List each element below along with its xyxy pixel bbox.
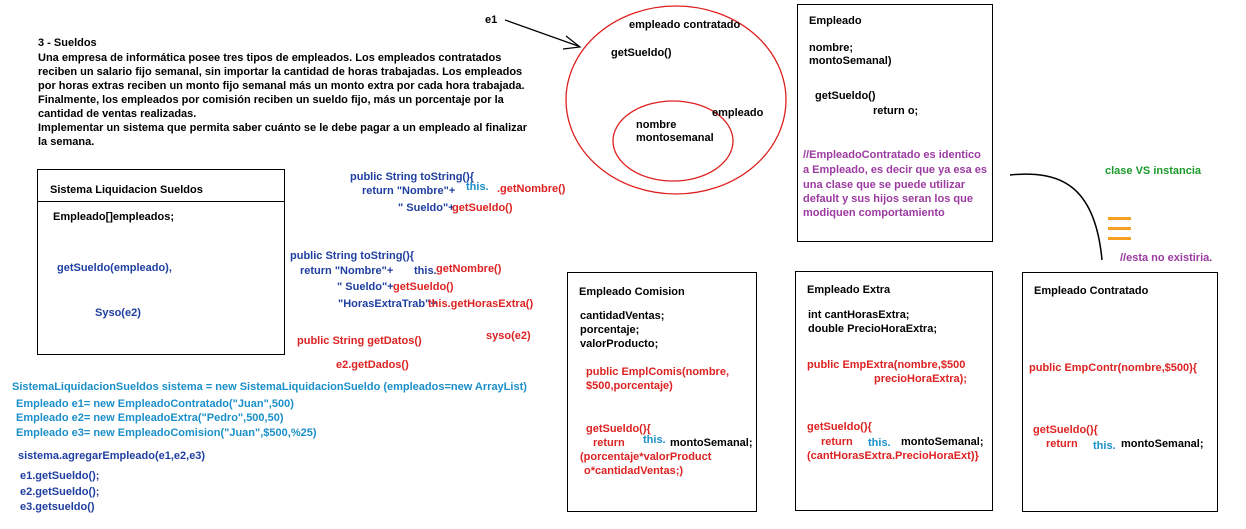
sistema-syso: Syso(e2) bbox=[95, 307, 141, 319]
extra-this: this. bbox=[868, 437, 891, 449]
strike-mark-1 bbox=[1108, 217, 1131, 220]
comision-attr: porcentaje; bbox=[580, 324, 640, 336]
main-e1: Empleado e1= new EmpleadoContratado("Jua… bbox=[16, 398, 294, 410]
problem-line: por horas extras reciben un monto fijo s… bbox=[38, 80, 525, 92]
extra-box bbox=[795, 271, 993, 511]
comision-title: Empleado Comision bbox=[579, 286, 685, 298]
strike-mark-2 bbox=[1108, 227, 1131, 230]
main-call2: e2.getSueldo(); bbox=[20, 486, 100, 498]
inner-field-montosemanal: montosemanal bbox=[636, 132, 714, 144]
getdatos-call: e2.getDados() bbox=[336, 359, 409, 371]
tostring2-return: return "Nombre"+ bbox=[300, 265, 394, 277]
extra-ctor: public EmpExtra(nombre,$500 bbox=[807, 359, 966, 371]
empleado-comment: //EmpleadoContratado es identico bbox=[803, 149, 981, 161]
tostring1-return: return "Nombre"+ bbox=[362, 185, 456, 197]
main-sistema: SistemaLiquidacionSueldos sistema = new … bbox=[12, 381, 527, 393]
extra-return: return bbox=[821, 436, 853, 448]
getdatos-decl: public String getDatos() bbox=[297, 335, 422, 347]
tostring1-decl: public String toString(){ bbox=[350, 171, 475, 183]
extra-getsueldo: getSueldo(){ bbox=[807, 421, 872, 433]
comision-formula: o*cantidadVentas;) bbox=[584, 465, 684, 477]
e1-arrow bbox=[504, 19, 579, 47]
comision-this: this. bbox=[643, 434, 666, 446]
problem-line: cantidad de ventas realizadas. bbox=[38, 108, 197, 120]
main-e2: Empleado e2= new EmpleadoExtra("Pedro",5… bbox=[16, 412, 284, 424]
extra-formula: (cantHorasExtra.PrecioHoraExt)} bbox=[807, 450, 979, 462]
sistema-title: Sistema Liquidacion Sueldos bbox=[50, 184, 203, 196]
sistema-attr: Empleado[]empleados; bbox=[53, 211, 175, 223]
comision-formula: (porcentaje*valorProduct bbox=[580, 451, 712, 463]
problem-title: 3 - Sueldos bbox=[38, 37, 97, 49]
comision-monto: montoSemanal; bbox=[670, 437, 753, 449]
clase-vs-instancia: clase VS instancia bbox=[1105, 165, 1201, 177]
problem-line: reciben un salario fijo semanal, sin imp… bbox=[38, 66, 523, 78]
contratado-title: Empleado Contratado bbox=[1034, 285, 1149, 297]
contratado-monto: montoSemanal; bbox=[1121, 438, 1204, 450]
problem-line: Implementar un sistema que permita saber… bbox=[38, 122, 528, 134]
comision-getsueldo: getSueldo(){ bbox=[586, 423, 651, 435]
comision-return: return bbox=[593, 437, 625, 449]
comision-box bbox=[567, 272, 757, 512]
tostring2-getsueldo: getSueldo() bbox=[393, 281, 454, 293]
comision-attr: valorProducto; bbox=[580, 338, 659, 350]
inner-circle-label: empleado bbox=[712, 107, 764, 119]
e1-arrow-head bbox=[562, 35, 582, 50]
empleado-comment: una clase que se puede utilizar bbox=[803, 179, 965, 191]
problem-line: la semana. bbox=[38, 136, 95, 148]
tostring2-getnombre: getNombre() bbox=[436, 263, 502, 275]
main-call3: e3.getsueldo() bbox=[20, 501, 95, 513]
tostring2-sueldo: " Sueldo"+ bbox=[337, 281, 394, 293]
getdatos-syso: syso(e2) bbox=[486, 330, 531, 342]
extra-ctor: precioHoraExtra); bbox=[874, 373, 967, 385]
empleado-comment: modiquen comportamiento bbox=[803, 207, 945, 219]
contratado-getsueldo: getSueldo(){ bbox=[1033, 424, 1098, 436]
main-agregar: sistema.agregarEmpleado(e1,e2,e3) bbox=[18, 450, 206, 462]
sistema-method: getSueldo(empleado), bbox=[57, 262, 172, 274]
empleado-method: getSueldo() bbox=[815, 90, 876, 102]
tostring1-getnombre: .getNombre() bbox=[497, 183, 566, 195]
comision-attr: cantidadVentas; bbox=[580, 310, 665, 322]
outer-circle-label: empleado contratado bbox=[629, 19, 741, 31]
contratado-box bbox=[1022, 272, 1218, 512]
inner-field-nombre: nombre bbox=[636, 119, 677, 131]
extra-attr: int cantHorasExtra; bbox=[808, 309, 910, 321]
outer-circle-method: getSueldo() bbox=[611, 47, 672, 59]
contratado-return: return bbox=[1046, 438, 1078, 450]
problem-line: Finalmente, los empleados por comisión r… bbox=[38, 94, 504, 106]
tostring2-horas: "HorasExtraTrab"+ bbox=[338, 298, 437, 310]
empleado-comment: a Empleado, es decir que ya esa es bbox=[803, 164, 988, 176]
sistema-box-divider bbox=[38, 201, 284, 202]
empleado-comment: default y sus hijos seran los que bbox=[803, 193, 973, 205]
empleado-attr-nombre: nombre; bbox=[809, 42, 853, 54]
tostring2-gethorasextra: this.getHorasExtra() bbox=[428, 298, 534, 310]
outer-circle bbox=[565, 5, 787, 195]
main-e3: Empleado e3= new EmpleadoComision("Juan"… bbox=[16, 427, 317, 439]
no-existiria-note: //esta no existiria. bbox=[1120, 252, 1213, 264]
empleado-attr-monto: montoSemanal) bbox=[809, 55, 892, 67]
sistema-box bbox=[37, 169, 285, 355]
extra-title: Empleado Extra bbox=[807, 284, 891, 296]
tostring1-getsueldo: getSueldo() bbox=[452, 202, 513, 214]
contratado-this: this. bbox=[1093, 440, 1116, 452]
extra-attr: double PrecioHoraExtra; bbox=[808, 323, 937, 335]
problem-line: Una empresa de informática posee tres ti… bbox=[38, 52, 502, 64]
tostring1-this: this. bbox=[466, 181, 489, 193]
inner-circle bbox=[612, 100, 734, 182]
contratado-ctor: public EmpContr(nombre,$500){ bbox=[1029, 362, 1198, 374]
extra-monto: montoSemanal; bbox=[901, 436, 984, 448]
comision-ctor: $500,porcentaje) bbox=[586, 380, 673, 392]
tostring2-decl: public String toString(){ bbox=[290, 250, 415, 262]
empleado-return: return o; bbox=[873, 105, 919, 117]
empleado-box bbox=[797, 4, 993, 242]
strike-mark-3 bbox=[1108, 237, 1131, 240]
e1-label: e1 bbox=[485, 14, 498, 26]
connector-curve bbox=[1009, 173, 1103, 261]
tostring1-sueldo: " Sueldo"+ bbox=[398, 202, 455, 214]
main-call1: e1.getSueldo(); bbox=[20, 470, 100, 482]
empleado-title: Empleado bbox=[809, 15, 862, 27]
tostring2-this: this. bbox=[414, 265, 437, 277]
comision-ctor: public EmplComis(nombre, bbox=[586, 366, 730, 378]
